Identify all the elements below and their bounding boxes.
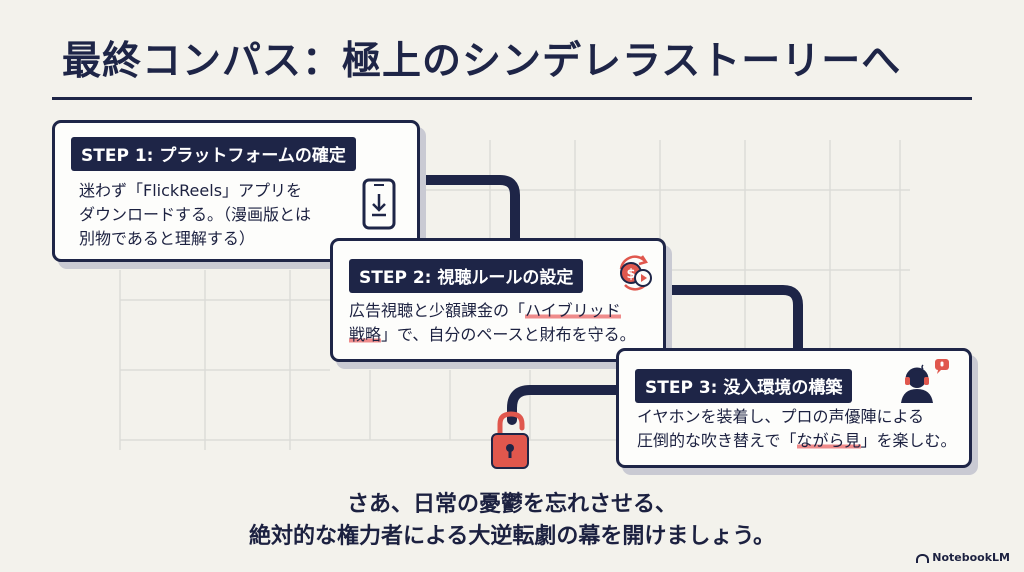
step-2-highlight-1: ハイブリッド bbox=[525, 301, 621, 320]
step-3-text: イヤホンを装着し、プロの声優陣による 圧倒的な吹き替えで「ながら見」を楽しむ。 bbox=[637, 405, 957, 453]
brand-text: NotebookLM bbox=[932, 551, 1010, 564]
page-title: 最終コンパス：極上のシンデレラストーリーへ bbox=[62, 39, 902, 84]
coin-play-icon: $ bbox=[619, 255, 652, 291]
step-1-text: 迷わず「FlickReels」アプリを ダウンロードする。（漫画版とは 別物であ… bbox=[79, 179, 311, 251]
step-1-line-2: ダウンロードする。（漫画版とは bbox=[79, 205, 312, 224]
step-3-label: STEP 3: 没入環境の構築 bbox=[635, 369, 853, 403]
svg-text:$: $ bbox=[626, 267, 635, 282]
brand-label: NotebookLM bbox=[916, 551, 1010, 564]
notebooklm-logo-icon bbox=[916, 553, 930, 563]
step-1-line-3: 別物であると理解する） bbox=[79, 229, 255, 248]
closing-line-2: 絶対的な権力者による大逆転劇の幕を開けましょう。 bbox=[248, 524, 776, 549]
step-2-label: STEP 2: 視聴ルールの設定 bbox=[349, 259, 584, 293]
step-2-text: 広告視聴と少額課金の「ハイブリッド 戦略」で、自分のペースと財布を守る。 bbox=[349, 299, 636, 347]
step-3-line-2-end: 」を楽しむ。 bbox=[860, 431, 957, 450]
step-1-label: STEP 1: プラットフォームの確定 bbox=[71, 137, 356, 171]
connector-step2-step3 bbox=[659, 285, 803, 355]
step-2-line-1: 広告視聴と少額課金の「ハイブリッド bbox=[349, 299, 636, 323]
unlock-icon bbox=[491, 411, 529, 469]
connector-step1-step2 bbox=[413, 175, 520, 243]
step-3-line-2: 圧倒的な吹き替えで「ながら見」を楽しむ。 bbox=[637, 429, 957, 453]
step-2-highlight-2: 戦略 bbox=[349, 325, 382, 344]
connector-step3-lock bbox=[507, 385, 623, 425]
connector-lines bbox=[413, 175, 803, 425]
step-1-card: STEP 1: プラットフォームの確定 迷わず「FlickReels」アプリを … bbox=[52, 120, 420, 262]
step-3-highlight: ながら見 bbox=[796, 431, 861, 450]
step-3-line-2-text: 圧倒的な吹き替えで「 bbox=[637, 431, 797, 450]
title-divider bbox=[52, 97, 972, 100]
step-2-line-2-text: 」で、自分のペースと財布を守る。 bbox=[381, 325, 636, 344]
step-2-line-2: 戦略」で、自分のペースと財布を守る。 bbox=[349, 323, 636, 347]
step-3-line-1: イヤホンを装着し、プロの声優陣による bbox=[637, 407, 925, 426]
phone-download-icon bbox=[362, 178, 396, 230]
step-2-line-1-text: 広告視聴と少額課金の「 bbox=[349, 301, 526, 320]
step-3-card: STEP 3: 没入環境の構築 イヤホンを装着し、プロの声優陣による 圧倒的な吹… bbox=[616, 348, 972, 468]
background-grid bbox=[119, 140, 910, 450]
step-2-card: STEP 2: 視聴ルールの設定 広告視聴と少額課金の「ハイブリッド 戦略」で、… bbox=[330, 238, 666, 362]
headset-listener-icon bbox=[901, 359, 949, 403]
closing-line-1: さあ、日常の憂鬱を忘れさせる、 bbox=[346, 492, 677, 517]
step-1-line-1: 迷わず「FlickReels」アプリを bbox=[79, 181, 303, 200]
